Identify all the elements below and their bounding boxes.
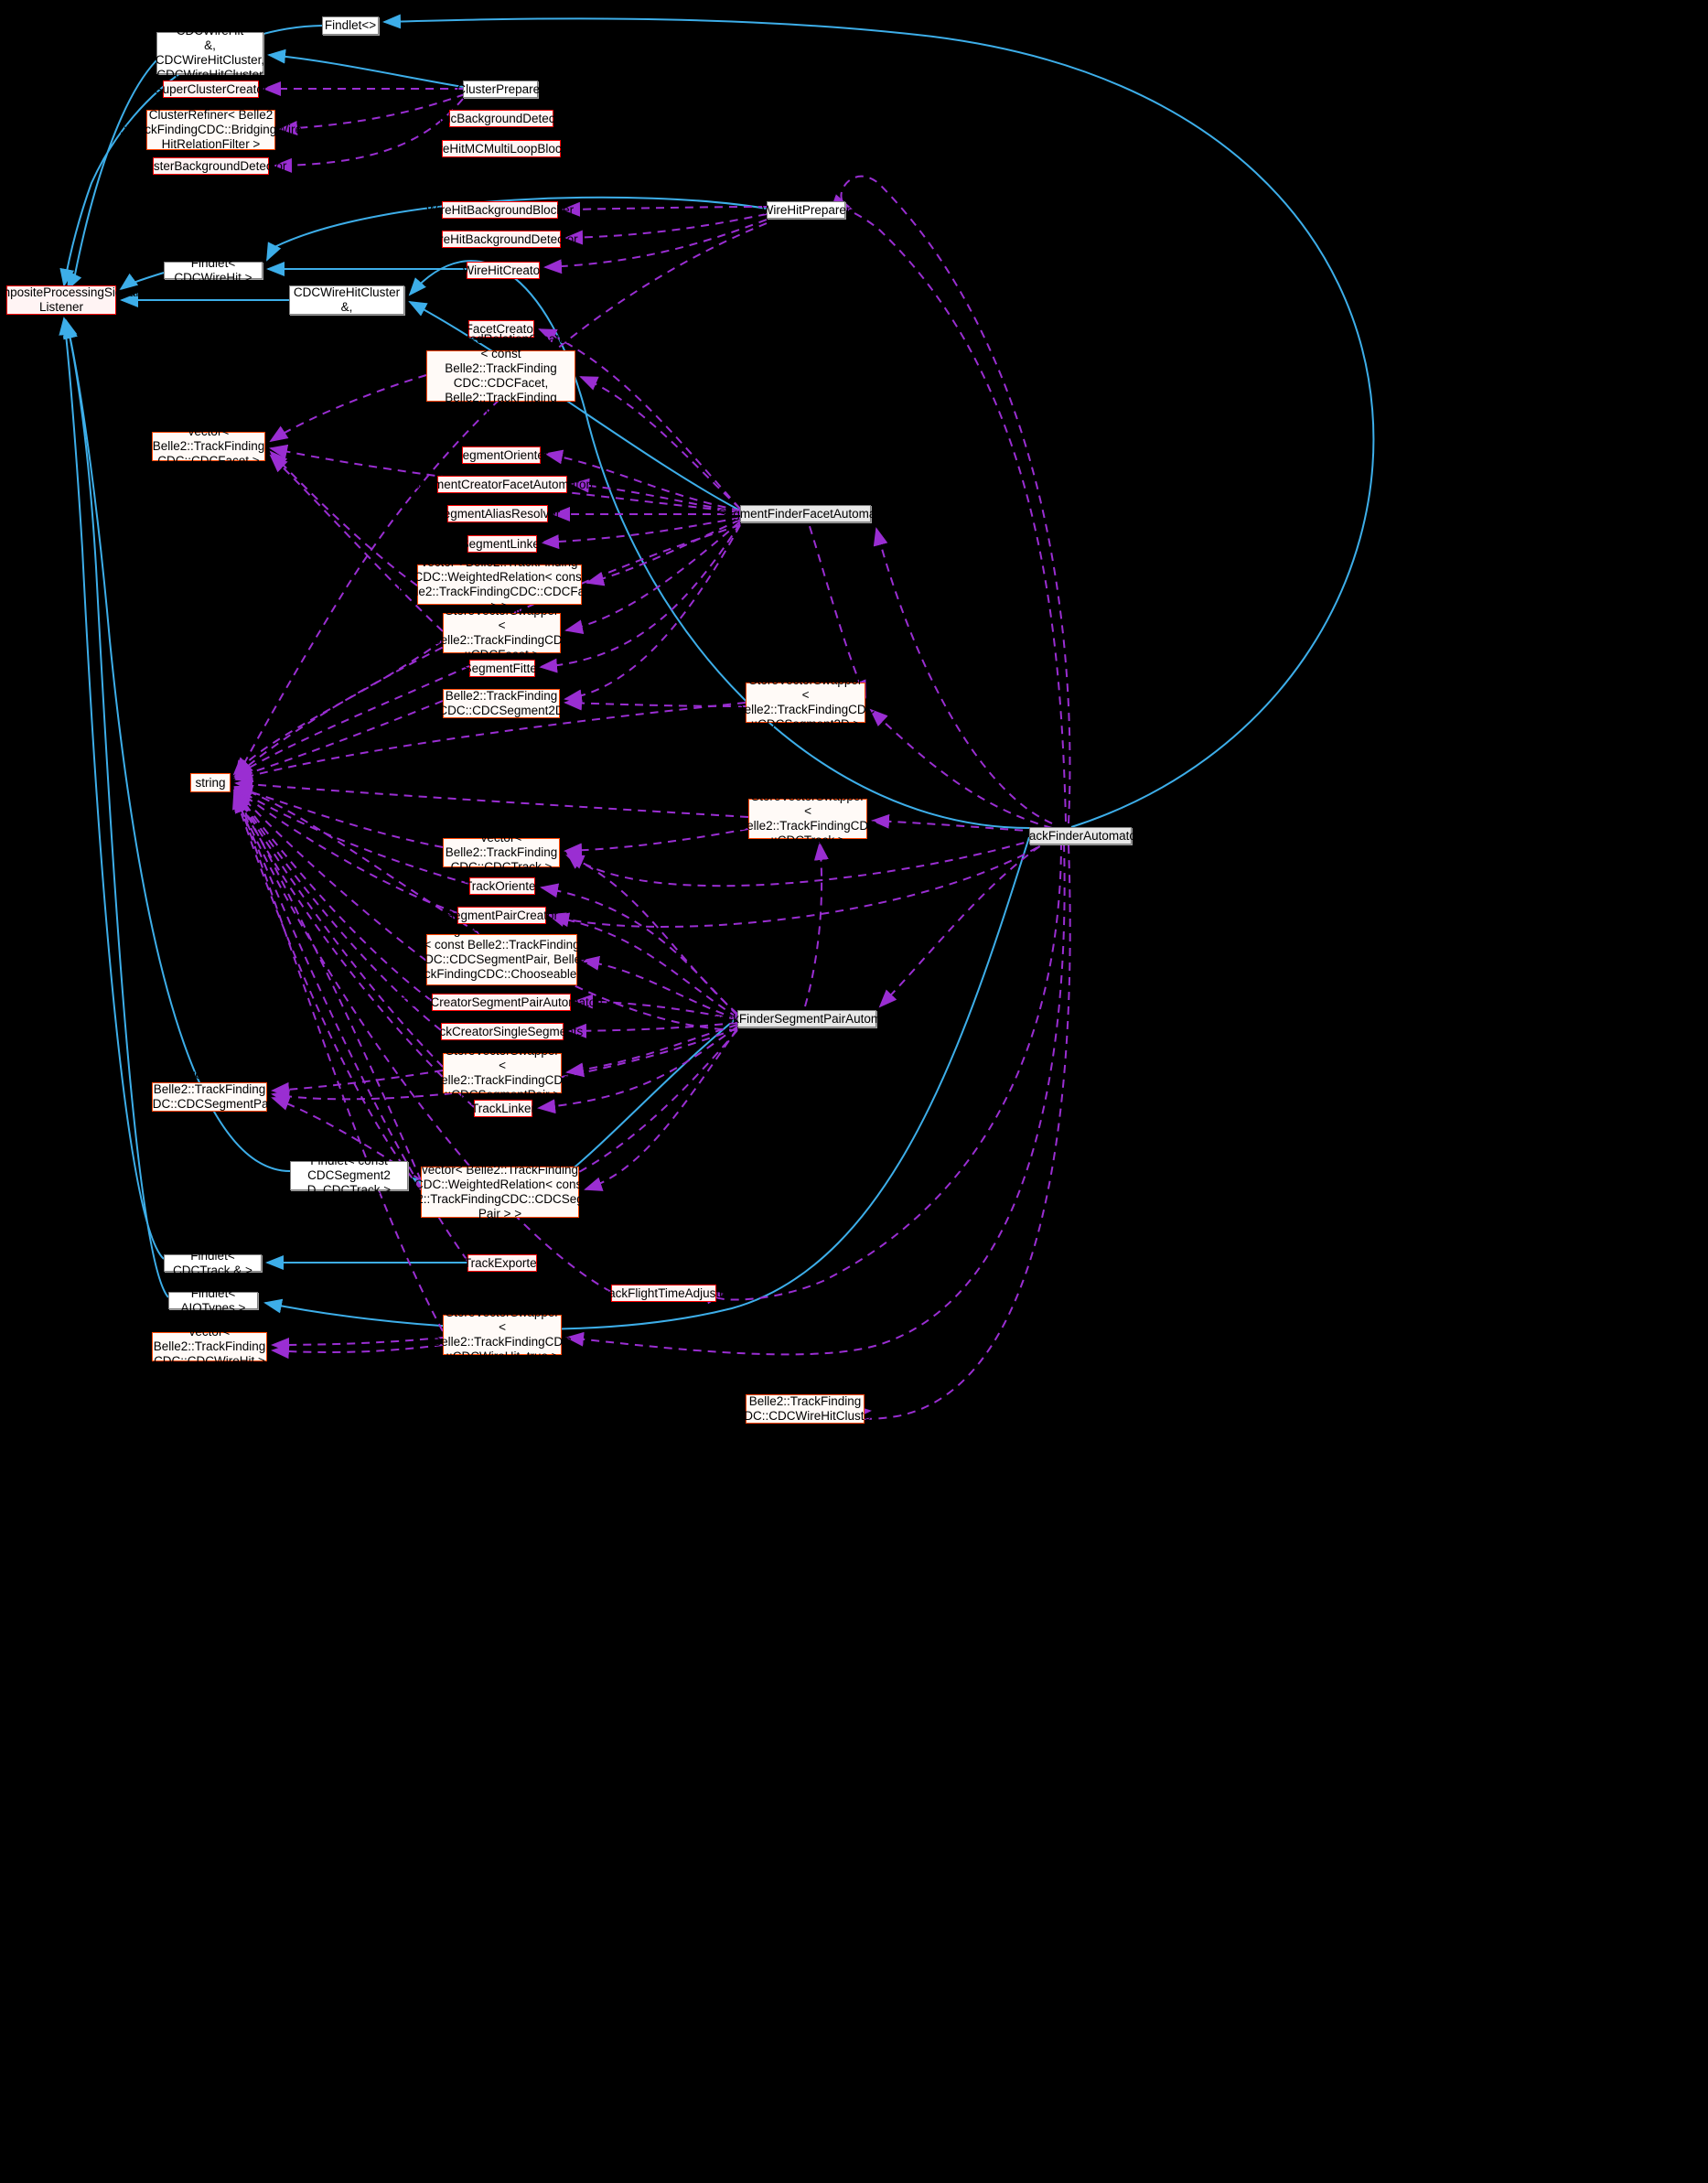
node-cluster-refiner[interactable]: ClusterRefiner< Belle2 ::TrackFindingCDC… [119,108,303,151]
node-weighted-relation-creator-facet[interactable]: WeightedRelationCreator < const Belle2::… [426,332,575,419]
node-track-finder-segment-pair-automaton[interactable]: TrackFinderSegmentPairAutomaton [709,1010,905,1027]
node-vector-cdcsegment2d[interactable]: vector< Belle2::TrackFinding CDC::CDCSeg… [438,674,564,732]
node-segment-alias-resolver[interactable]: SegmentAliasResolver [435,505,560,522]
node-wirehit-creator[interactable]: WireHitCreator [462,262,544,279]
node-segment-finder-facet-automaton[interactable]: SegmentFinderFacetAutomaton [718,505,893,522]
node-cluster-preparer[interactable]: ClusterPreparer [457,81,544,98]
node-store-vector-swapper-facet[interactable]: StoreVectorSwapper < Belle2::TrackFindin… [432,604,572,661]
node-findlet-cdcwirehit[interactable]: Findlet< CDCWireHit > [164,256,263,285]
node-vector-cdctrack[interactable]: vector< Belle2::TrackFinding CDC::CDCTra… [443,831,560,874]
node-segment-orienter[interactable]: SegmentOrienter [455,446,548,464]
node-weighted-relation-creator-segmentpair[interactable]: WeightedRelationCreator < const Belle2::… [399,923,605,995]
node-vector-cdcsegmentpair[interactable]: vector< Belle2::TrackFinding CDC::CDCSeg… [143,1068,276,1125]
node-track-exporter[interactable]: TrackExporter [464,1254,541,1272]
node-wirehit-preparer[interactable]: WireHitPreparer [762,201,850,219]
node-vector-cdcwirehitcluster[interactable]: vector< Belle2::TrackFinding CDC::CDCWir… [735,1380,875,1437]
node-composite-processing-signal-listener[interactable]: CompositeProcessingSignal Listener [0,285,139,315]
node-track-linker[interactable]: TrackLinker [471,1100,535,1117]
node-track-creator-single-segments[interactable]: TrackCreatorSingleSegments [422,1023,583,1040]
node-wirehit-mc-multiloop-blocker[interactable]: WireHitMCMultiLoopBlocker [424,140,578,157]
node-wirehit-background-detector[interactable]: WireHitBackgroundDetector [424,231,578,248]
node-track-finder-automaton[interactable]: TrackFinderAutomaton [1018,827,1143,844]
node-vector-weighted-relation-segmentpair[interactable]: vector< Belle2::TrackFinding CDC::Weight… [389,1163,611,1221]
node-supercluster-creator[interactable]: SuperClusterCreator [155,81,267,98]
node-wirehit-background-blocker[interactable]: WireHitBackgroundBlocker [426,201,574,219]
node-string[interactable]: string [190,773,231,792]
node-store-vector-swapper-wirehit[interactable]: StoreVectorSwapper < Belle2::TrackFindin… [433,1306,572,1363]
node-vector-cdcfacet[interactable]: vector< Belle2::TrackFinding CDC::CDCFac… [152,425,265,468]
node-findlet-cdctrack-ref[interactable]: Findlet< CDCTrack & > [164,1249,262,1277]
node-findlet-aiotypes[interactable]: Findlet< AIOTypes > [168,1286,258,1315]
node-track-creator-segment-pair-automaton[interactable]: TrackCreatorSegmentPairAutomaton [400,994,603,1011]
node-findlet-cluster-segment2d[interactable]: Findlet< CDCWireHitCluster &, CDCSegment… [289,271,404,328]
node-track-orienter[interactable]: TrackOrienter [465,877,540,895]
node-segment-creator-facet-automaton[interactable]: SegmentCreatorFacetAutomaton [412,476,593,493]
node-segment-linker[interactable]: SegmentLinker [461,535,543,553]
node-vector-cdcwirehit[interactable]: vector< Belle2::TrackFinding CDC::CDCWir… [152,1325,267,1368]
node-cluster-background-detector[interactable]: ClusterBackgroundDetector [135,157,286,175]
node-track-flight-time-adjuster[interactable]: TrackFlightTimeAdjuster [597,1285,730,1302]
node-store-vector-swapper-segment2d[interactable]: StoreVectorSwapper < Belle2::TrackFindin… [736,673,875,731]
node-findlet-wirehit-cluster[interactable]: Findlet< CDCWireHit &, CDCWireHitCluster… [155,9,265,96]
node-store-vector-swapper-segmentpair[interactable]: StoreVectorSwapper < Belle2::TrackFindin… [433,1044,572,1102]
node-segment-pair-creator[interactable]: SegmentPairCreator [446,907,558,924]
node-asic-background-detector[interactable]: AsicBackgroundDetector [434,110,569,127]
node-store-vector-swapper-cdctrack[interactable]: StoreVectorSwapper < Belle2::TrackFindin… [738,790,877,847]
node-findlet-empty[interactable]: Findlet<> [322,16,379,35]
node-vector-weighted-relation-facet[interactable]: vector< Belle2::TrackFinding CDC::Weight… [397,555,602,613]
